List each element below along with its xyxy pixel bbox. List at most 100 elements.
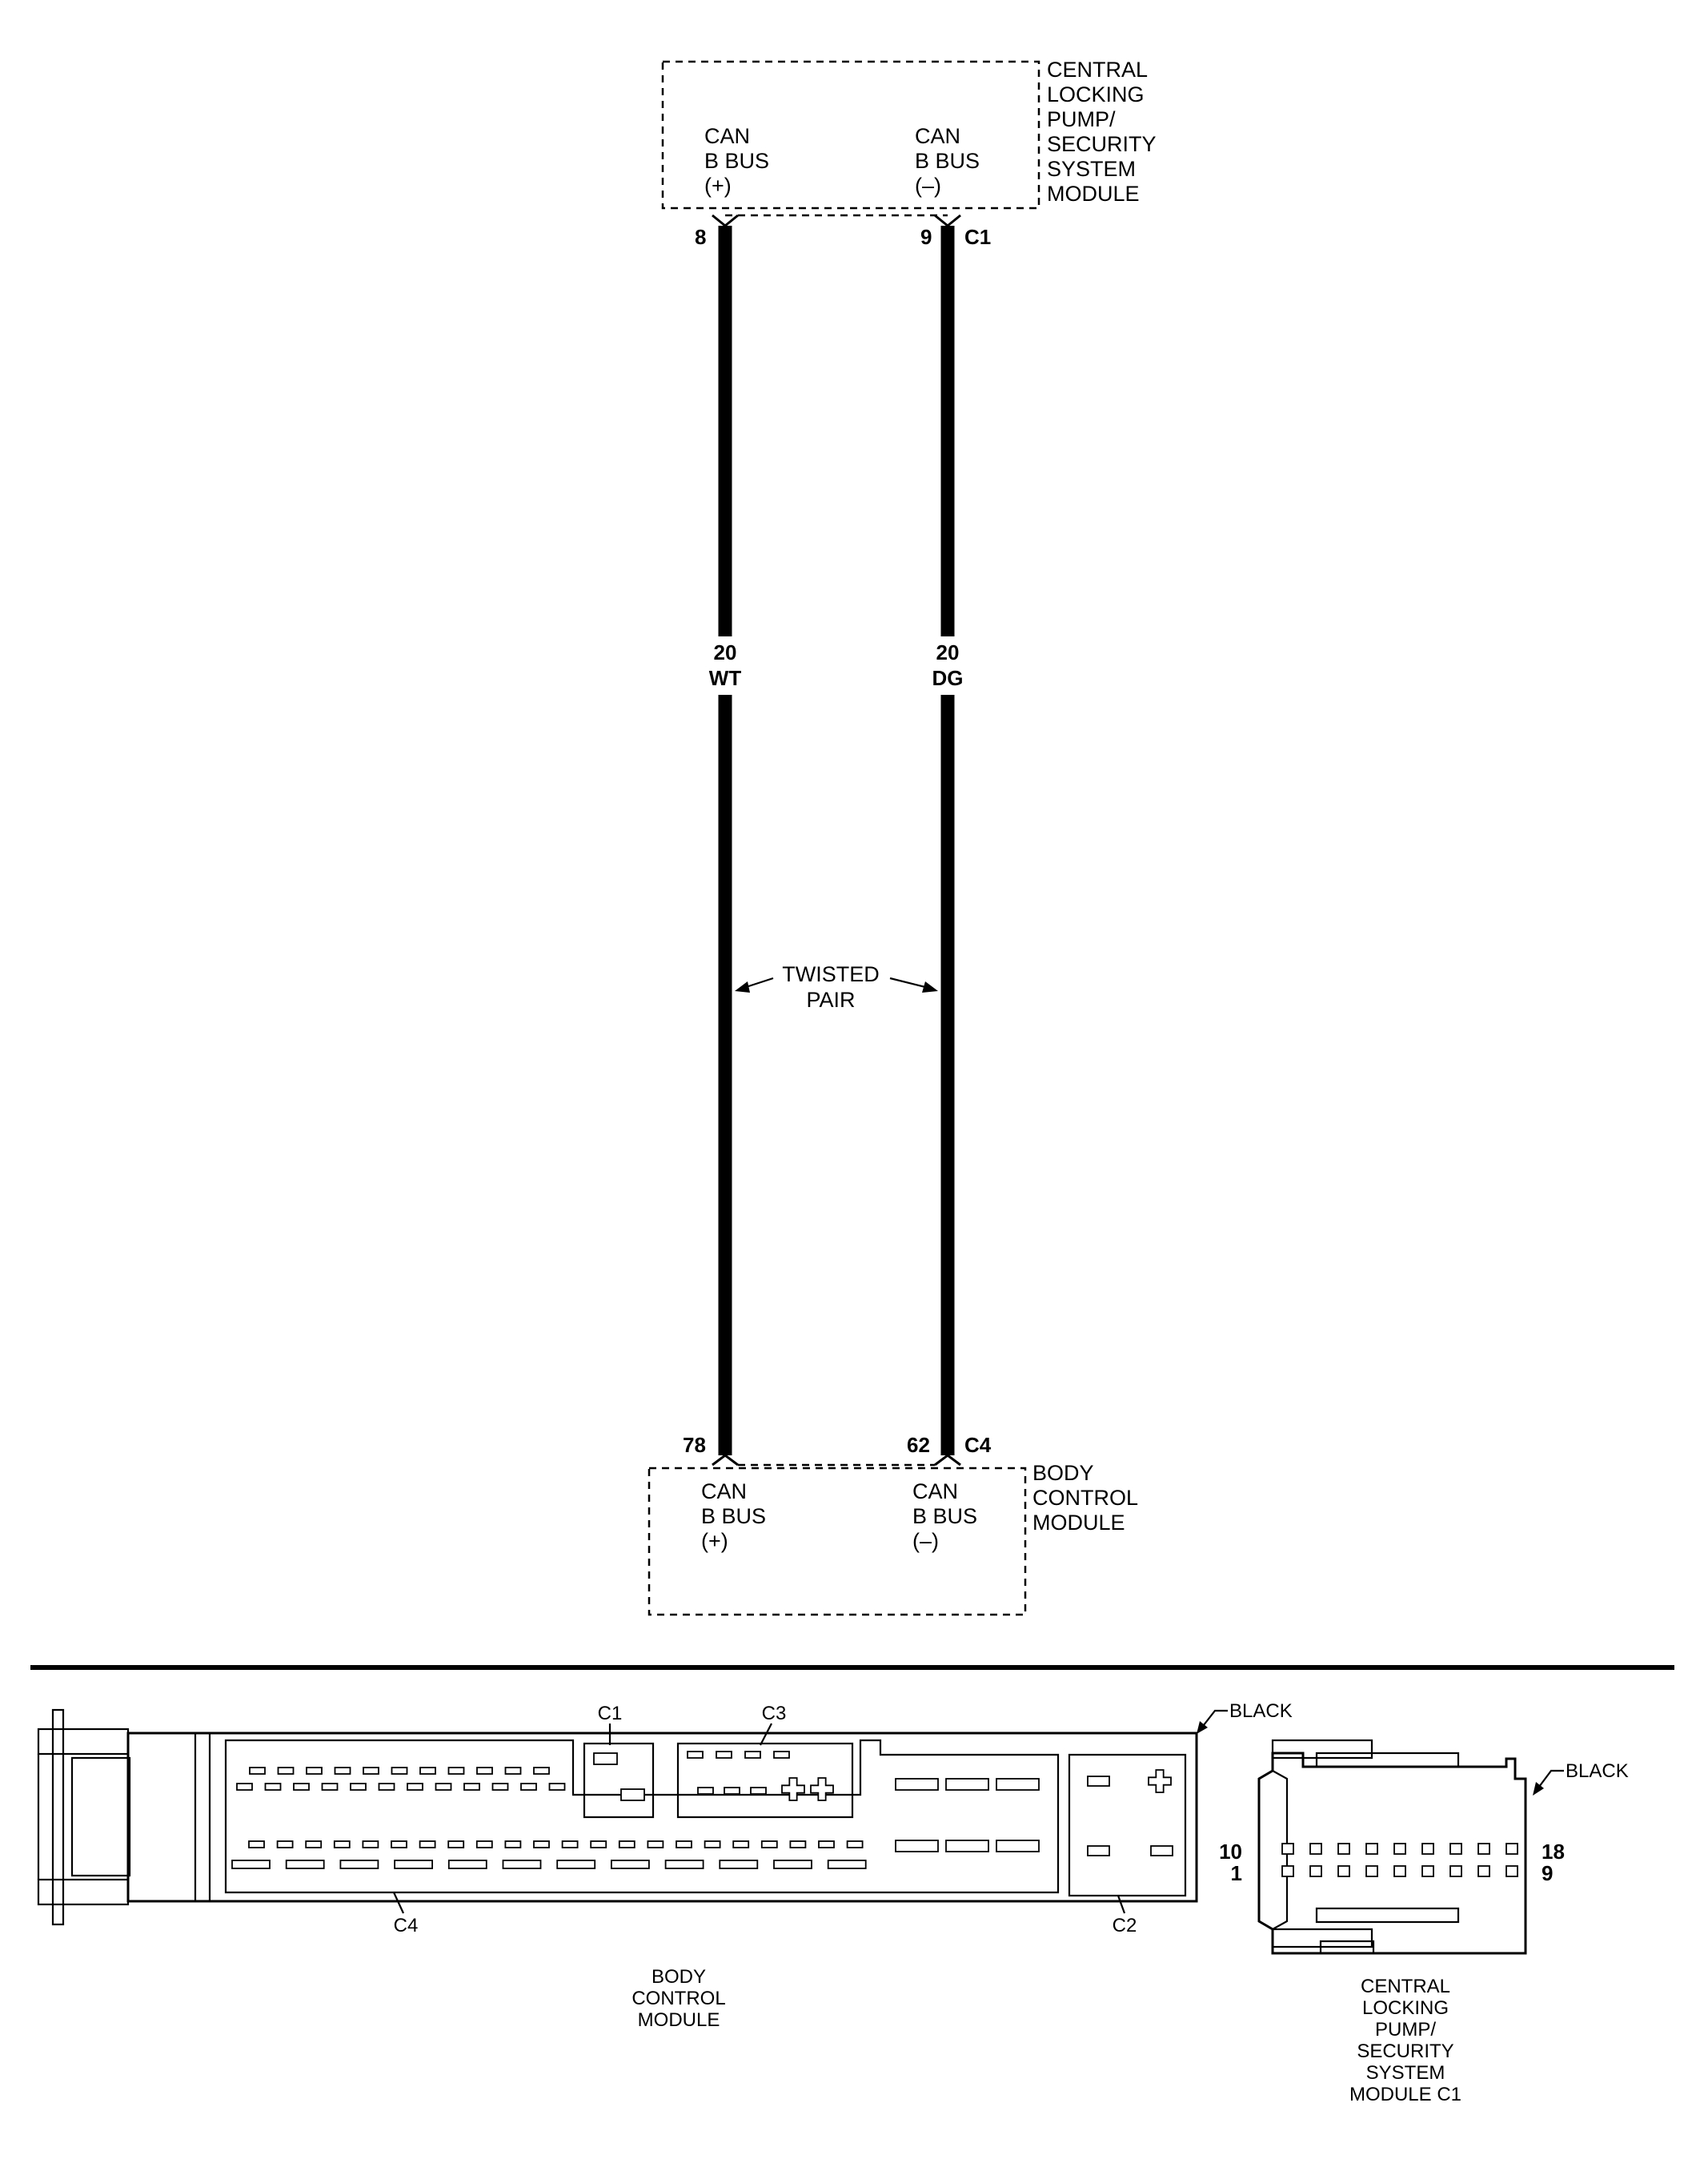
bcm-can-plus-label: CAN B BUS (+) — [701, 1479, 766, 1553]
c3-cavity — [750, 1787, 767, 1795]
twisted-pair-label: TWISTED PAIR — [782, 962, 880, 1012]
sec-c1-cavity — [1421, 1865, 1434, 1877]
c4-cavity — [504, 1840, 522, 1848]
svg-text:MODULE: MODULE — [638, 2009, 720, 2031]
top-connector-c1: C1 — [964, 225, 991, 249]
sec-pin-1: 1 — [1231, 1861, 1242, 1885]
c4-cavity — [533, 1840, 550, 1848]
sec-pin-18: 18 — [1542, 1840, 1565, 1864]
svg-text:MODULE: MODULE — [1047, 182, 1140, 206]
c4-cavity — [264, 1783, 282, 1791]
svg-text:SYSTEM: SYSTEM — [1366, 2062, 1445, 2084]
svg-text:CONTROL: CONTROL — [631, 1988, 725, 2009]
c4-cavity — [363, 1767, 379, 1775]
c4-cavity — [394, 1860, 434, 1869]
sec-c1-cavity — [1393, 1865, 1406, 1877]
c4-cavity — [647, 1840, 664, 1848]
c3-cavity — [773, 1751, 790, 1759]
twisted-pair-arrow-right — [889, 977, 938, 993]
c4-cavity — [732, 1840, 750, 1848]
c4-cavity — [996, 1840, 1040, 1852]
bcm-label-c1: C1 — [598, 1703, 623, 1724]
bcm-c3-leader — [760, 1723, 772, 1746]
c4-cavity — [362, 1840, 379, 1848]
svg-text:BODY: BODY — [1032, 1461, 1094, 1485]
c4-cavity — [818, 1840, 835, 1848]
svg-text:LOCKING: LOCKING — [1362, 1997, 1449, 2019]
security-c1-connector-view — [1257, 1739, 1527, 1955]
c4-cavity — [305, 1840, 323, 1848]
svg-text:PUMP/: PUMP/ — [1047, 107, 1116, 131]
c4-cavity — [447, 1840, 465, 1848]
svg-text:LOCKING: LOCKING — [1047, 82, 1145, 106]
twisted-pair-arrow-left — [735, 977, 774, 993]
sec-c1-cavity — [1309, 1843, 1322, 1855]
bcm-caption: BODY CONTROL MODULE — [631, 1966, 725, 2031]
wire-2-color: DG — [932, 666, 964, 690]
sec-c1-cavity — [1365, 1843, 1378, 1855]
c4-cavity — [719, 1860, 759, 1869]
c4-cavity — [504, 1767, 522, 1775]
svg-text:CAN: CAN — [912, 1479, 958, 1503]
svg-text:BODY: BODY — [652, 1966, 706, 1988]
svg-text:SECURITY: SECURITY — [1047, 132, 1157, 156]
c4-cavity — [391, 1840, 407, 1848]
bottom-pin-78: 78 — [683, 1433, 706, 1457]
svg-text:B BUS: B BUS — [701, 1504, 766, 1528]
sec-c1-cavity — [1309, 1865, 1322, 1877]
svg-text:B BUS: B BUS — [704, 149, 769, 173]
c4-cavity — [276, 1840, 294, 1848]
svg-text:PUMP/: PUMP/ — [1375, 2019, 1436, 2041]
svg-text:(–): (–) — [912, 1529, 939, 1553]
c4-cavity — [350, 1783, 367, 1791]
sec-c1-cavity — [1337, 1865, 1350, 1877]
security-module-can-minus-label: CAN B BUS (–) — [915, 124, 980, 198]
security-module-title: CENTRAL LOCKING PUMP/ SECURITY SYSTEM MO… — [1047, 58, 1157, 206]
bottom-connector-c4: C4 — [964, 1433, 992, 1457]
sec-c1-cavity — [1365, 1865, 1378, 1877]
c4-cavity — [334, 1767, 351, 1775]
bcm-color-label: BLACK — [1229, 1700, 1293, 1722]
sec-c1-cavity — [1449, 1865, 1462, 1877]
bcm-label-c3: C3 — [762, 1703, 787, 1724]
sec-c1-cavity — [1449, 1843, 1462, 1855]
security-module-can-plus-label: CAN B BUS (+) — [704, 124, 769, 198]
svg-text:CAN: CAN — [915, 124, 960, 148]
svg-text:B BUS: B BUS — [912, 1504, 977, 1528]
c4-cavity — [476, 1767, 493, 1775]
c4-cavity — [249, 1767, 266, 1775]
bottom-pin-62-fork — [934, 1454, 961, 1467]
c4-cavity — [945, 1840, 989, 1852]
svg-text:B BUS: B BUS — [915, 149, 980, 173]
c4-cavity — [704, 1840, 721, 1848]
bcm-connector-view — [37, 1708, 1198, 1926]
c4-cavity — [618, 1840, 635, 1848]
top-pin-9: 9 — [920, 225, 932, 249]
c4-cavity — [590, 1840, 607, 1848]
sec-caption: CENTRAL LOCKING PUMP/ SECURITY SYSTEM MO… — [1349, 1976, 1461, 2105]
sec-color-label: BLACK — [1566, 1760, 1629, 1782]
c4-cavity — [447, 1767, 465, 1775]
c4-cavity — [475, 1840, 493, 1848]
c4-cavity — [789, 1840, 807, 1848]
c3-large-cavity — [810, 1777, 834, 1801]
svg-text:(+): (+) — [701, 1529, 728, 1553]
wire-1-color: WT — [709, 666, 742, 690]
c4-cavity — [611, 1860, 650, 1869]
c4-cavity — [664, 1860, 704, 1869]
svg-text:TWISTED: TWISTED — [782, 962, 880, 986]
svg-text:SECURITY: SECURITY — [1357, 2041, 1453, 2062]
c4-cavity — [447, 1860, 487, 1869]
sec-c1-cavity — [1393, 1843, 1406, 1855]
svg-text:CENTRAL: CENTRAL — [1361, 1976, 1450, 1997]
bcm-c2-leader — [1117, 1895, 1126, 1914]
c4-cavity — [407, 1783, 423, 1791]
c4-cavity — [996, 1778, 1040, 1791]
sec-pin-10: 10 — [1219, 1840, 1242, 1864]
c4-cavity — [231, 1860, 271, 1869]
svg-text:CAN: CAN — [704, 124, 750, 148]
wire-1-gauge: 20 — [714, 640, 737, 664]
sec-c1-cavity — [1421, 1843, 1434, 1855]
sec-c1-cavity — [1281, 1843, 1294, 1855]
